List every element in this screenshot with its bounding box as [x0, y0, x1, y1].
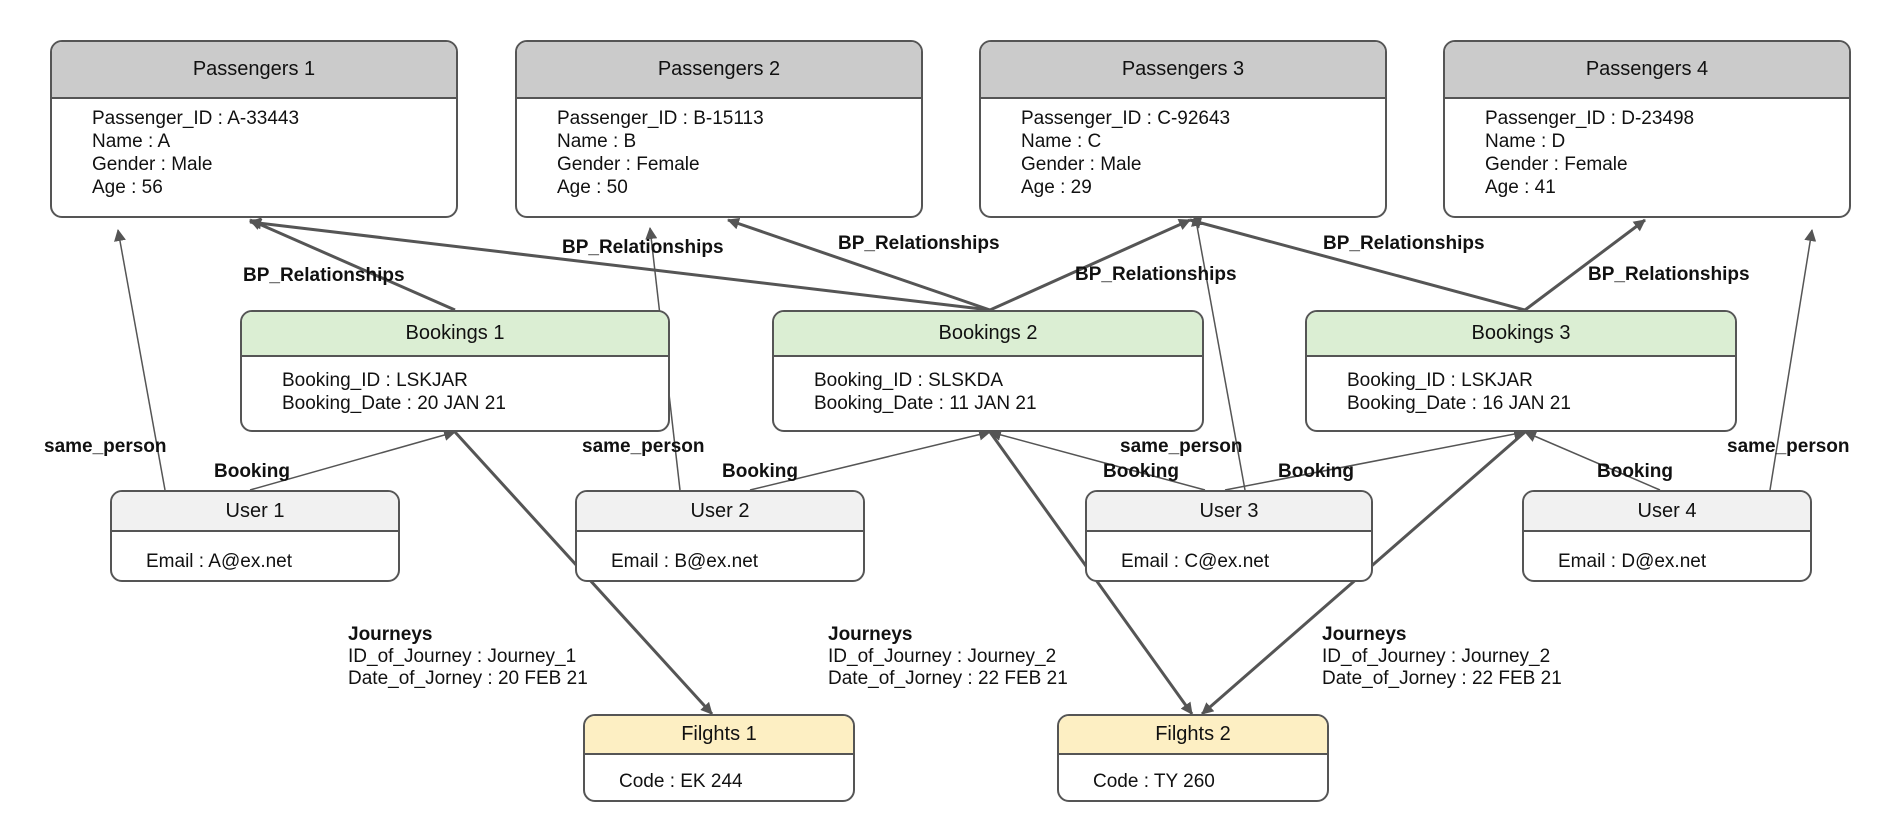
- flight-code: Code : EK 244: [619, 771, 743, 792]
- booking-header: Bookings 2: [774, 312, 1202, 357]
- booking-header: Bookings 3: [1307, 312, 1735, 357]
- user-header: User 1: [112, 492, 398, 532]
- journey-title: Journeys: [348, 624, 433, 645]
- passenger-node-2[interactable]: Passengers 2 Passenger_ID : B-15113 Name…: [515, 40, 923, 218]
- journey-label-2: Journeys ID_of_Journey : Journey_2 Date_…: [828, 624, 1068, 690]
- edge-label-booking: Booking: [722, 461, 798, 482]
- user-email: Email : D@ex.net: [1558, 551, 1707, 572]
- journey-date: Date_of_Jorney : 20 FEB 21: [348, 668, 588, 689]
- edge-label-booking: Booking: [1278, 461, 1354, 482]
- flight-node-2[interactable]: Filghts 2 Code : TY 260: [1057, 714, 1329, 802]
- journey-id: ID_of_Journey : Journey_2: [1322, 646, 1551, 667]
- journey-id: ID_of_Journey : Journey_2: [828, 646, 1057, 667]
- passenger-node-3[interactable]: Passengers 3 Passenger_ID : C-92643 Name…: [979, 40, 1387, 218]
- passenger-id: Passenger_ID : C-92643: [1021, 108, 1231, 129]
- user-email: Email : C@ex.net: [1121, 551, 1270, 572]
- passenger-header: Passengers 4: [1445, 42, 1849, 99]
- edge-sp-u1-p1: [114, 229, 166, 491]
- edge-label-booking: Booking: [1103, 461, 1179, 482]
- passenger-age: Age : 50: [557, 177, 628, 198]
- edge-label-same-person: same_person: [1727, 436, 1850, 457]
- edge-label-bp-relationships: BP_Relationships: [838, 233, 1000, 254]
- booking-node-2[interactable]: Bookings 2 Booking_ID : SLSKDA Booking_D…: [772, 310, 1204, 432]
- passenger-age: Age : 41: [1485, 177, 1556, 198]
- booking-node-3[interactable]: Bookings 3 Booking_ID : LSKJAR Booking_D…: [1305, 310, 1737, 432]
- booking-node-1[interactable]: Bookings 1 Booking_ID : LSKJAR Booking_D…: [240, 310, 670, 432]
- flight-code: Code : TY 260: [1093, 771, 1215, 792]
- passenger-name: Name : D: [1485, 131, 1566, 152]
- passenger-gender: Gender : Female: [1485, 154, 1628, 175]
- passenger-name: Name : A: [92, 131, 171, 152]
- booking-date: Booking_Date : 16 JAN 21: [1347, 393, 1571, 414]
- booking-header: Bookings 1: [242, 312, 668, 357]
- passenger-header: Passengers 2: [517, 42, 921, 99]
- edge-label-booking: Booking: [214, 461, 290, 482]
- passenger-name: Name : C: [1021, 131, 1102, 152]
- edge-bk-u4-b3: [1524, 430, 1661, 491]
- booking-id: Booking_ID : LSKJAR: [1347, 370, 1533, 391]
- user-email: Email : B@ex.net: [611, 551, 759, 572]
- user-header: User 4: [1524, 492, 1810, 532]
- passenger-id: Passenger_ID : A-33443: [92, 108, 300, 129]
- edge-sp-u4-p4: [1769, 229, 1817, 491]
- journey-date: Date_of_Jorney : 22 FEB 21: [828, 668, 1068, 689]
- edge-label-same-person: same_person: [1120, 436, 1243, 457]
- passenger-id: Passenger_ID : B-15113: [557, 108, 764, 129]
- edge-bp-b2-p3: [989, 218, 1191, 312]
- flight-node-1[interactable]: Filghts 1 Code : EK 244: [583, 714, 855, 802]
- edge-bp-b2-p1: [249, 217, 991, 312]
- passenger-gender: Gender : Male: [1021, 154, 1142, 175]
- journey-title: Journeys: [1322, 624, 1407, 645]
- edge-label-booking: Booking: [1597, 461, 1673, 482]
- booking-date: Booking_Date : 11 JAN 21: [814, 393, 1037, 414]
- booking-date: Booking_Date : 20 JAN 21: [282, 393, 506, 414]
- edge-bk-u3-b3: [1224, 428, 1526, 491]
- journey-label-3: Journeys ID_of_Journey : Journey_2 Date_…: [1322, 624, 1562, 690]
- edge-bp-b2-p2: [727, 217, 991, 312]
- flight-header: Filghts 1: [585, 716, 853, 755]
- passenger-age: Age : 29: [1021, 177, 1092, 198]
- booking-id: Booking_ID : LSKJAR: [282, 370, 468, 391]
- edge-bp-b1-p1: [249, 218, 456, 312]
- edge-bp-b3-p4: [1524, 218, 1646, 312]
- passenger-node-1[interactable]: Passengers 1 Passenger_ID : A-33443 Name…: [50, 40, 458, 218]
- edge-label-bp-relationships: BP_Relationships: [1075, 264, 1237, 285]
- user-header: User 2: [577, 492, 863, 532]
- edge-label-bp-relationships: BP_Relationships: [1588, 264, 1750, 285]
- edge-label-bp-relationships: BP_Relationships: [562, 237, 724, 258]
- user-header: User 3: [1087, 492, 1371, 532]
- passenger-header: Passengers 3: [981, 42, 1385, 99]
- passenger-name: Name : B: [557, 131, 637, 152]
- user-node-3[interactable]: User 3 Email : C@ex.net: [1085, 490, 1373, 582]
- edge-label-same-person: same_person: [582, 436, 705, 457]
- edge-label-bp-relationships: BP_Relationships: [243, 265, 405, 286]
- passenger-node-4[interactable]: Passengers 4 Passenger_ID : D-23498 Name…: [1443, 40, 1851, 218]
- edge-bk-u2-b2: [749, 428, 991, 491]
- user-email: Email : A@ex.net: [146, 551, 293, 572]
- passenger-gender: Gender : Male: [92, 154, 213, 175]
- journey-title: Journeys: [828, 624, 913, 645]
- passenger-age: Age : 56: [92, 177, 163, 198]
- journey-id: ID_of_Journey : Journey_1: [348, 646, 577, 667]
- passenger-gender: Gender : Female: [557, 154, 700, 175]
- edge-label-same-person: same_person: [44, 436, 167, 457]
- edge-bk-u3-b2: [989, 429, 1206, 491]
- edge-sp-u3-p3: [1191, 214, 1246, 491]
- edge-bp-b3-p3: [1189, 217, 1526, 312]
- passenger-id: Passenger_ID : D-23498: [1485, 108, 1695, 129]
- flight-header: Filghts 2: [1059, 716, 1327, 755]
- booking-id: Booking_ID : SLSKDA: [814, 370, 1004, 391]
- edge-label-bp-relationships: BP_Relationships: [1323, 233, 1485, 254]
- user-node-1[interactable]: User 1 Email : A@ex.net: [110, 490, 400, 582]
- journey-date: Date_of_Jorney : 22 FEB 21: [1322, 668, 1562, 689]
- user-node-2[interactable]: User 2 Email : B@ex.net: [575, 490, 865, 582]
- edge-bk-u1-b1: [249, 429, 456, 491]
- passenger-header: Passengers 1: [52, 42, 456, 99]
- user-node-4[interactable]: User 4 Email : D@ex.net: [1522, 490, 1812, 582]
- journey-label-1: Journeys ID_of_Journey : Journey_1 Date_…: [348, 624, 588, 690]
